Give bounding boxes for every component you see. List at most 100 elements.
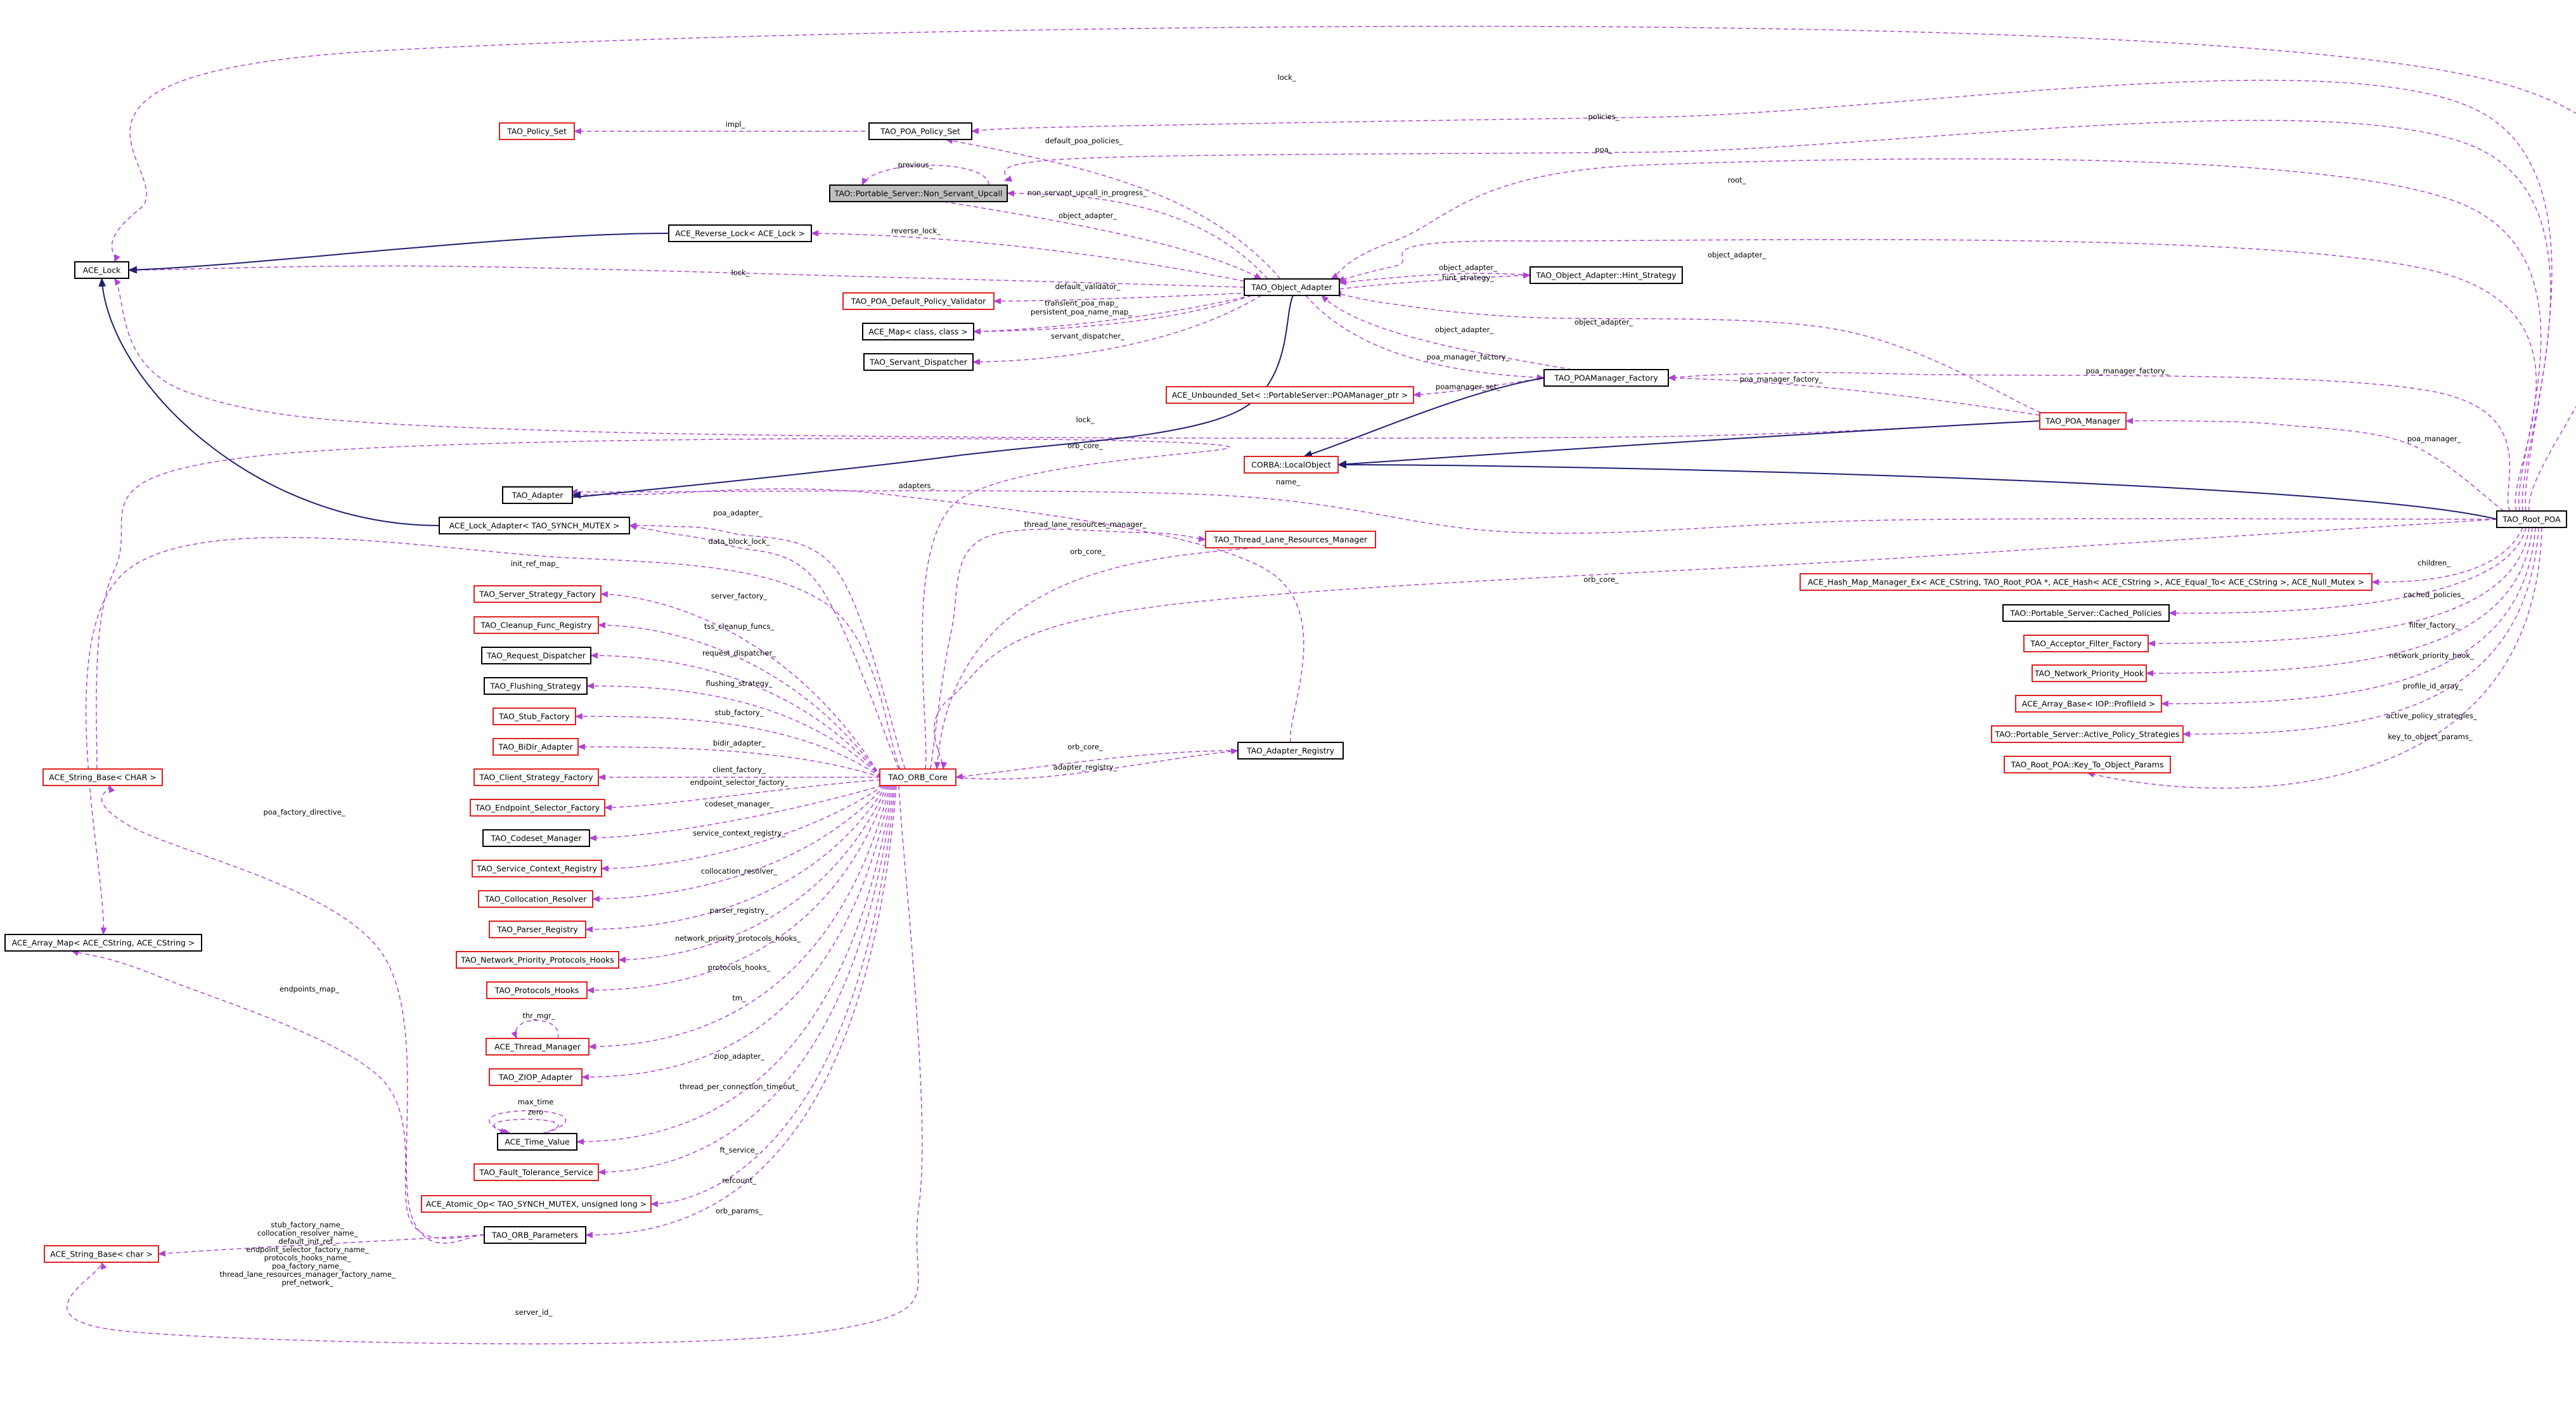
edge-label: adapter_registry_ bbox=[1053, 763, 1117, 772]
class-node-key-to-object[interactable]: TAO_Root_POA::Key_To_Object_Params bbox=[2004, 756, 2171, 773]
class-node-client-strategy[interactable]: TAO_Client_Strategy_Factory bbox=[473, 768, 599, 786]
dependency-edge bbox=[2148, 527, 2530, 647]
class-label: ACE_Array_Map< ACE_CString, ACE_CString … bbox=[12, 938, 195, 948]
class-node-bidir-adapter[interactable]: TAO_BiDir_Adapter bbox=[493, 738, 579, 756]
class-label: ACE_String_Base< char > bbox=[50, 1250, 153, 1259]
class-node-non-servant[interactable]: TAO::Portable_Server::Non_Servant_Upcall bbox=[829, 184, 1008, 202]
class-node-thread-lane[interactable]: TAO_Thread_Lane_Resources_Manager bbox=[1205, 531, 1376, 548]
class-label: TAO_BiDir_Adapter bbox=[498, 742, 573, 752]
edge-label: server_factory_ bbox=[711, 591, 768, 600]
class-node-stub-factory[interactable]: TAO_Stub_Factory bbox=[493, 708, 576, 725]
class-node-servant-dispatcher[interactable]: TAO_Servant_Dispatcher bbox=[863, 353, 974, 371]
class-node-thread-manager[interactable]: ACE_Thread_Manager bbox=[486, 1038, 589, 1056]
class-node-default-policy-validator[interactable]: TAO_POA_Default_Policy_Validator bbox=[842, 292, 995, 310]
dependency-edge bbox=[955, 748, 1239, 780]
class-node-hash-map[interactable]: ACE_Hash_Map_Manager_Ex< ACE_CString, TA… bbox=[1800, 573, 2373, 591]
class-node-ace-lock[interactable]: ACE_Lock bbox=[74, 261, 129, 279]
class-box bbox=[472, 860, 602, 877]
edge-label: hint_strategy_ bbox=[1442, 273, 1494, 282]
class-node-cached-policies[interactable]: TAO::Portable_Server::Cached_Policies bbox=[2002, 604, 2170, 622]
class-node-poamanager-factory[interactable]: TAO_POAManager_Factory bbox=[1543, 369, 1669, 387]
class-node-fault-tolerance[interactable]: TAO_Fault_Tolerance_Service bbox=[473, 1163, 599, 1181]
dependency-edge bbox=[489, 1110, 566, 1134]
class-node-array-map[interactable]: ACE_Array_Map< ACE_CString, ACE_CString … bbox=[4, 934, 202, 952]
edge-label: data_block_lock_ bbox=[709, 537, 770, 546]
class-label: ACE_Thread_Manager bbox=[494, 1042, 581, 1052]
class-node-poa-policy-set[interactable]: TAO_POA_Policy_Set bbox=[868, 122, 972, 140]
class-label: TAO::Portable_Server::Active_Policy_Stra… bbox=[1995, 730, 2180, 739]
edge-label: policies_ bbox=[1588, 112, 1619, 121]
class-node-root-poa[interactable]: TAO_Root_POA bbox=[2496, 510, 2567, 528]
class-node-active-policy[interactable]: TAO::Portable_Server::Active_Policy_Stra… bbox=[1991, 725, 2184, 743]
edge-label: stub_factory_ bbox=[714, 708, 763, 717]
edge-label: client_factory_ bbox=[712, 765, 766, 774]
class-node-acceptor-filter[interactable]: TAO_Acceptor_Filter_Factory bbox=[2023, 635, 2149, 652]
class-node-ziop-adapter[interactable]: TAO_ZIOP_Adapter bbox=[489, 1068, 583, 1086]
edge-label: poa_factory_directive_ bbox=[263, 808, 345, 817]
class-node-flushing-strategy[interactable]: TAO_Flushing_Strategy bbox=[484, 677, 588, 695]
class-node-atomic-op[interactable]: ACE_Atomic_Op< TAO_SYNCH_MUTEX, unsigned… bbox=[421, 1195, 652, 1213]
class-node-hint-strategy[interactable]: TAO_Object_Adapter::Hint_Strategy bbox=[1530, 266, 1683, 284]
class-node-string-base-CHAR[interactable]: ACE_String_Base< CHAR > bbox=[42, 768, 163, 786]
edge-label: bidir_adapter_ bbox=[713, 739, 765, 747]
class-node-service-context[interactable]: TAO_Service_Context_Registry bbox=[472, 860, 602, 877]
class-node-codeset-manager[interactable]: TAO_Codeset_Manager bbox=[482, 829, 590, 847]
class-label: TAO_POA_Default_Policy_Validator bbox=[851, 297, 987, 306]
class-node-orb-parameters[interactable]: TAO_ORB_Parameters bbox=[484, 1226, 586, 1244]
class-box bbox=[497, 1133, 577, 1151]
dependency-edge bbox=[629, 524, 899, 770]
class-label: ACE_Atomic_Op< TAO_SYNCH_MUTEX, unsigned… bbox=[426, 1199, 647, 1209]
dependency-edge bbox=[1004, 120, 2551, 512]
class-node-orb-core[interactable]: TAO_ORB_Core bbox=[879, 768, 956, 786]
class-node-ace-map[interactable]: ACE_Map< class, class > bbox=[862, 323, 974, 340]
class-node-adapter-registry[interactable]: TAO_Adapter_Registry bbox=[1237, 742, 1344, 759]
class-node-tao-adapter[interactable]: TAO_Adapter bbox=[502, 486, 573, 504]
class-node-string-base-char[interactable]: ACE_String_Base< char > bbox=[44, 1245, 159, 1263]
class-label: TAO_Fault_Tolerance_Service bbox=[479, 1168, 593, 1177]
class-box bbox=[421, 1195, 652, 1213]
class-box bbox=[863, 353, 974, 371]
edge-label: adapters_ bbox=[899, 481, 935, 490]
edge-label: zero bbox=[528, 1108, 544, 1116]
edge-label: object_adapter_ bbox=[1439, 263, 1497, 272]
class-node-local-object[interactable]: CORBA::LocalObject bbox=[1244, 456, 1339, 474]
class-node-server-strategy[interactable]: TAO_Server_Strategy_Factory bbox=[473, 585, 602, 603]
class-box bbox=[2004, 756, 2171, 773]
dependency-edge bbox=[71, 950, 485, 1239]
class-node-policy-set[interactable]: TAO_Policy_Set bbox=[499, 122, 575, 140]
class-node-request-dispatcher[interactable]: TAO_Request_Dispatcher bbox=[481, 647, 591, 664]
class-box bbox=[1800, 573, 2373, 591]
class-node-protocols-hooks[interactable]: TAO_Protocols_Hooks bbox=[486, 981, 588, 999]
class-box bbox=[1237, 742, 1344, 759]
class-node-lock-adapter[interactable]: ACE_Lock_Adapter< TAO_SYNCH_MUTEX > bbox=[439, 517, 630, 534]
class-label: ACE_Array_Base< IOP::ProfileId > bbox=[2022, 699, 2155, 709]
class-node-endpoint-selector[interactable]: TAO_Endpoint_Selector_Factory bbox=[470, 799, 605, 817]
class-node-net-prio-protocols[interactable]: TAO_Network_Priority_Protocols_Hooks bbox=[456, 951, 619, 969]
dependency-edge bbox=[934, 547, 1256, 770]
class-box bbox=[42, 768, 163, 786]
class-node-reverse-lock[interactable]: ACE_Reverse_Lock< ACE_Lock > bbox=[668, 224, 812, 242]
class-node-object-adapter[interactable]: TAO_Object_Adapter bbox=[1244, 278, 1340, 296]
class-node-array-base-profile[interactable]: ACE_Array_Base< IOP::ProfileId > bbox=[2015, 695, 2162, 713]
edge-label: flushing_strategy_ bbox=[705, 679, 772, 688]
class-node-parser-registry[interactable]: TAO_Parser_Registry bbox=[489, 921, 586, 938]
class-node-cleanup-func[interactable]: TAO_Cleanup_Func_Registry bbox=[473, 616, 599, 634]
edge-label: thread_lane_resources_manager_factory_na… bbox=[219, 1270, 396, 1279]
edge-label: object_adapter_ bbox=[1059, 211, 1117, 220]
class-node-net-prio-hook[interactable]: TAO_Network_Priority_Hook bbox=[2032, 664, 2147, 682]
edge-label: default_init_ref_ bbox=[278, 1237, 337, 1246]
class-box bbox=[484, 677, 588, 695]
dependency-edge bbox=[1334, 291, 2042, 413]
class-node-time-value[interactable]: ACE_Time_Value bbox=[497, 1133, 577, 1151]
class-label: TAO_Client_Strategy_Factory bbox=[479, 773, 594, 782]
class-box bbox=[473, 1163, 599, 1181]
edge-label: server_id_ bbox=[515, 1308, 553, 1317]
class-label: TAO_ORB_Parameters bbox=[491, 1231, 578, 1240]
class-box bbox=[470, 799, 605, 817]
class-node-collocation-resolver[interactable]: TAO_Collocation_Resolver bbox=[478, 890, 593, 908]
class-box bbox=[473, 616, 599, 634]
edge-label: transient_poa_map_ bbox=[1045, 299, 1118, 307]
dependency-edge bbox=[585, 785, 897, 1238]
class-node-unbounded-set[interactable]: ACE_Unbounded_Set< ::PortableServer::POA… bbox=[1166, 386, 1414, 404]
class-node-poa-manager[interactable]: TAO_POA_Manager bbox=[2039, 412, 2127, 430]
